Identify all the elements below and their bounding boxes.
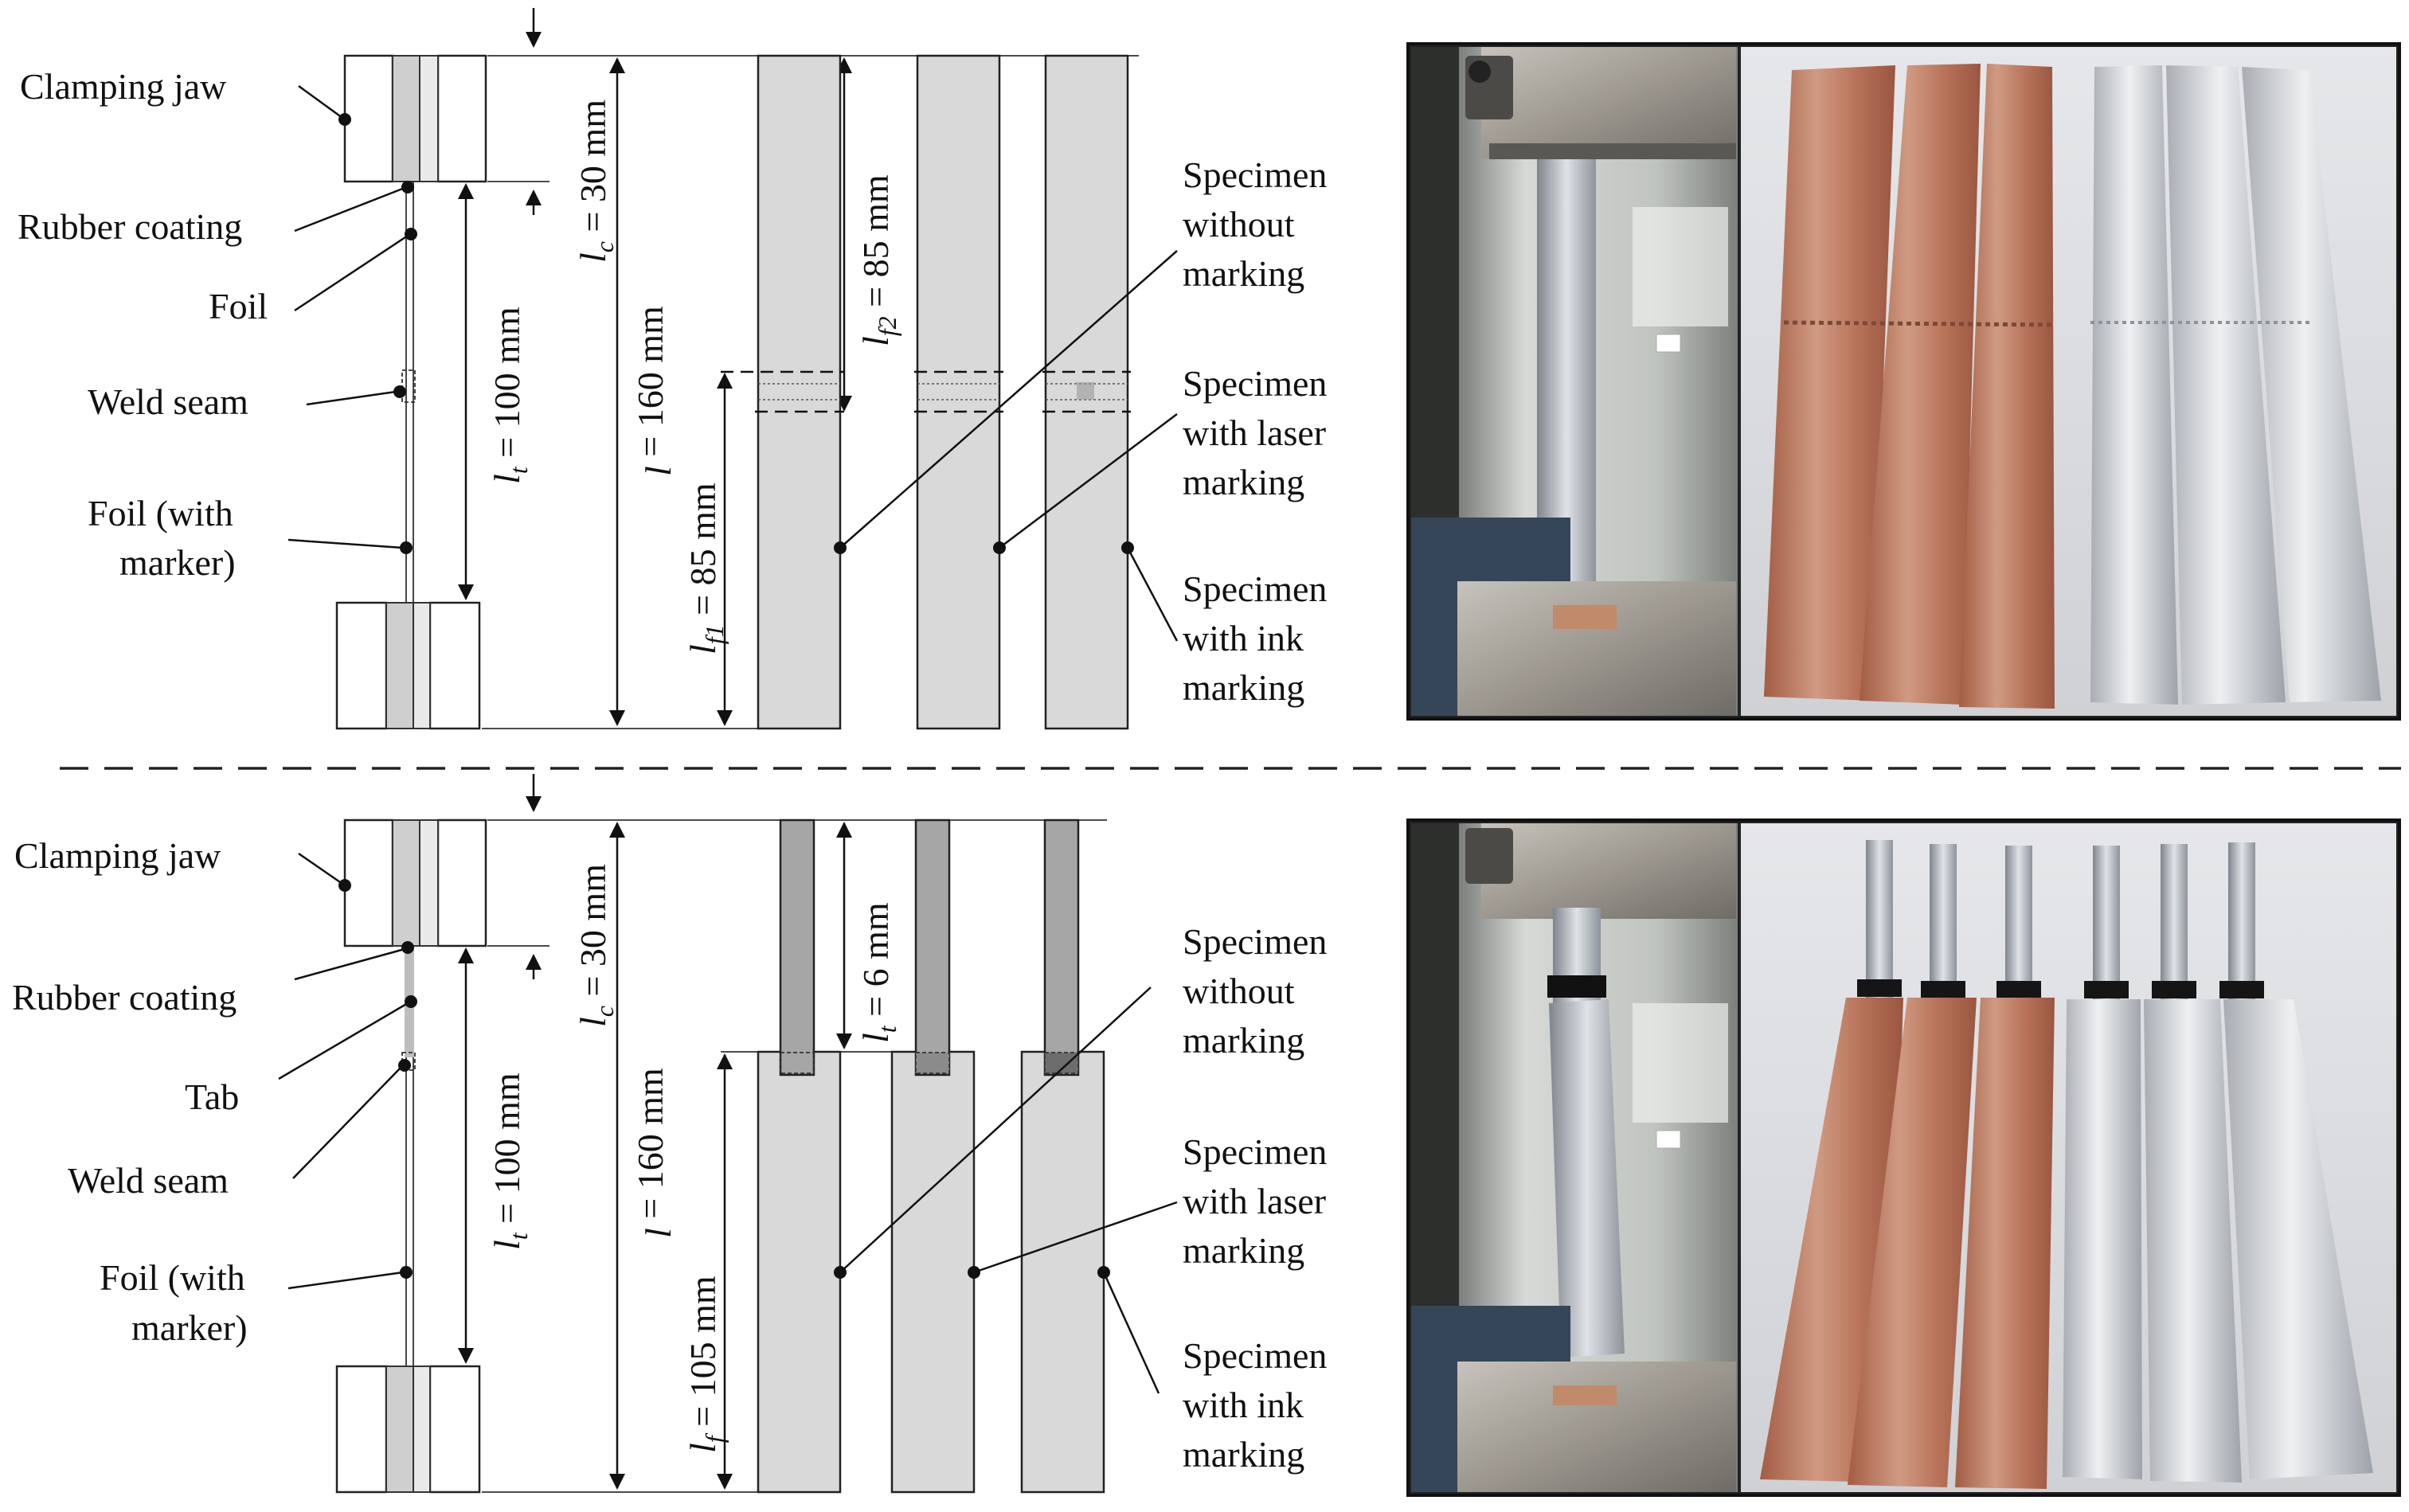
bottom-label-foil-marker-2: marker) [131, 1307, 248, 1348]
bottom-label-clamping-jaw: Clamping jaw [14, 835, 221, 876]
top-strip-no-marking [757, 54, 842, 730]
top-label-foil: Foil [209, 286, 268, 326]
bottom-strip-laser-marking [890, 1050, 976, 1494]
top-label-foil-marker-1: Foil (with [88, 493, 233, 533]
bottom-label-tab: Tab [185, 1076, 239, 1117]
top-label-rubber-coating: Rubber coating [18, 206, 242, 247]
top-dim-lt: lt = 100 mm [487, 307, 533, 484]
bottom-photo-tabs [1857, 840, 2264, 1023]
bottom-spec-1-line-2: without [1183, 971, 1295, 1011]
bottom-tab-3 [1043, 819, 1080, 1076]
bottom-specimen-labels: Specimen without marking Specimen with l… [1183, 921, 1327, 1475]
bottom-label-weld-seam: Weld seam [68, 1160, 229, 1201]
top-label-weld-seam: Weld seam [88, 381, 248, 422]
bottom-dim-lt: lt = 100 mm [487, 1072, 533, 1250]
top-spec-3-line-3: marking [1183, 667, 1304, 708]
top-dim-l: l = 160 mm [630, 306, 679, 476]
top-spec-1-line-3: marking [1183, 253, 1304, 294]
bottom-dim-lc: lc = 30 mm [573, 864, 619, 1027]
top-schematic [287, 8, 1179, 730]
bottom-spec-2-line-2: with laser [1183, 1181, 1326, 1221]
top-dim-lf2: lf2 = 85 mm [855, 174, 901, 346]
bottom-spec-2-line-3: marking [1183, 1230, 1304, 1271]
top-spec-1-line-2: without [1183, 204, 1295, 244]
top-label-foil-marker-2: marker) [119, 542, 236, 583]
bottom-label-rubber-coating: Rubber coating [12, 977, 237, 1018]
top-photo-copper-strips [1764, 64, 2055, 709]
bottom-label-foil-marker-1: Foil (with [100, 1257, 245, 1298]
bottom-photo [1406, 819, 2401, 1497]
bottom-upper-jaw-left [343, 819, 394, 947]
bottom-spec-3-line-1: Specimen [1183, 1335, 1327, 1376]
top-spec-3-line-2: with ink [1183, 618, 1304, 658]
top-photo [1406, 42, 2401, 721]
top-lower-jaw-left [335, 601, 388, 730]
top-specimen-labels: Specimen without marking Specimen with l… [1183, 154, 1327, 708]
top-spec-2-line-3: marking [1183, 462, 1304, 502]
bottom-schematic [278, 774, 1178, 1494]
bottom-strip-ink-marking [1020, 1050, 1105, 1494]
top-spec-3-line-1: Specimen [1183, 568, 1327, 609]
bottom-dim-l: l = 160 mm [630, 1068, 679, 1238]
bottom-photo-aluminium-strips [2063, 999, 2373, 1483]
top-upper-jaw-left [343, 54, 394, 183]
bottom-spec-1-line-3: marking [1183, 1020, 1304, 1061]
bottom-lower-jaw-left [335, 1365, 388, 1494]
bottom-photo-copper-strips [1760, 998, 2055, 1489]
bottom-dim-lt6: lt = 6 mm [855, 902, 901, 1043]
top-label-clamping-jaw: Clamping jaw [20, 66, 227, 107]
top-spec-1-line-1: Specimen [1183, 154, 1327, 195]
bottom-strip-no-marking [757, 1050, 842, 1494]
bottom-lower-jaw-right [428, 1365, 481, 1494]
bottom-spec-1-line-1: Specimen [1183, 921, 1327, 962]
top-dim-lf1: lf1 = 85 mm [682, 483, 729, 654]
bottom-dim-lf: lf = 105 mm [682, 1276, 729, 1453]
top-spec-2-line-2: with laser [1183, 412, 1326, 453]
bottom-spec-2-line-1: Specimen [1183, 1131, 1327, 1172]
bottom-spec-3-line-2: with ink [1183, 1385, 1304, 1425]
top-upper-jaw-right [436, 54, 487, 183]
top-strip-laser-marking [916, 54, 1001, 730]
bottom-tab-2 [914, 819, 951, 1076]
bottom-tab-1 [779, 819, 815, 1076]
bottom-upper-jaw-right [436, 819, 487, 947]
top-spec-2-line-1: Specimen [1183, 363, 1327, 404]
top-photo-aluminium-strips [2090, 65, 2381, 705]
top-lower-jaw-right [428, 601, 481, 730]
top-dim-lc: lc = 30 mm [573, 100, 619, 263]
bottom-spec-3-line-3: marking [1183, 1434, 1304, 1475]
